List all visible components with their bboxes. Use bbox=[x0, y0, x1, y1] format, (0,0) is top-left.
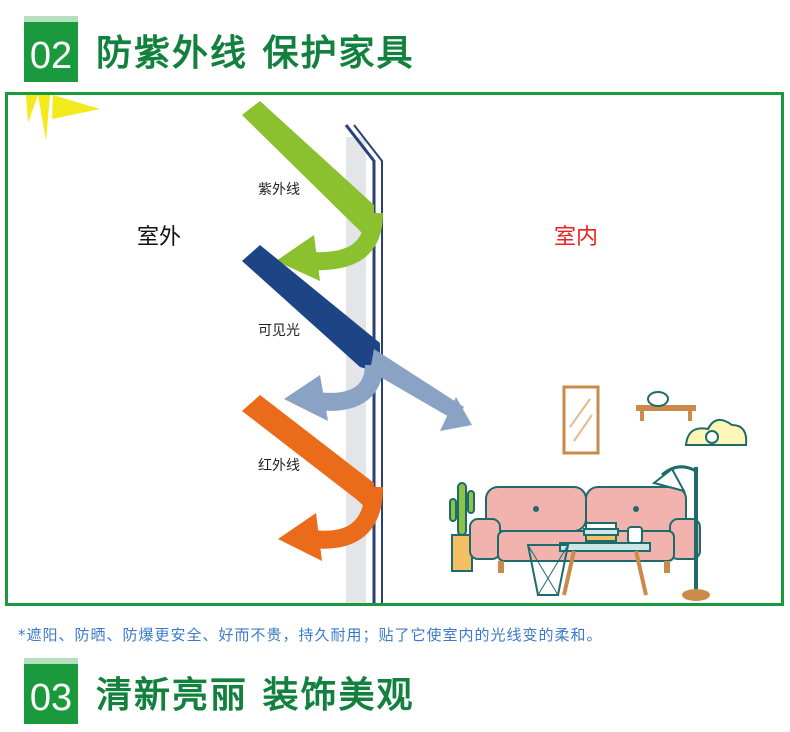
uv-protection-diagram: 室外 室内 紫外线 可见光 红外线 bbox=[5, 92, 784, 606]
section-title: 清新亮丽 装饰美观 bbox=[96, 675, 415, 716]
section-number-badge: 02 bbox=[24, 16, 78, 82]
section-number: 02 bbox=[29, 35, 73, 77]
sun-icon bbox=[26, 95, 100, 141]
section-number-badge: 03 bbox=[24, 658, 78, 724]
infrared-ray-arrow bbox=[242, 395, 383, 561]
infrared-ray-label: 红外线 bbox=[258, 458, 300, 474]
visible-light-ray-arrow bbox=[242, 245, 472, 431]
uv-ray-arrow bbox=[242, 101, 383, 281]
section-number: 03 bbox=[29, 677, 73, 719]
section-02-header: 02 防紫外线 保护家具 bbox=[0, 8, 790, 88]
section-03-header: 03 清新亮丽 装饰美观 bbox=[0, 652, 790, 732]
section-title: 防紫外线 保护家具 bbox=[96, 33, 415, 74]
uv-ray-label: 紫外线 bbox=[258, 182, 300, 198]
inside-label: 室内 bbox=[554, 225, 599, 250]
diagram-illustration bbox=[26, 95, 748, 603]
visible-light-ray-label: 可见光 bbox=[258, 323, 300, 339]
living-room-illustration bbox=[449, 385, 748, 601]
feature-note: *遮阳、防晒、防爆更安全、好而不贵，持久耐用；贴了它使室内的光线变的柔和。 bbox=[18, 626, 603, 644]
outside-label: 室外 bbox=[137, 225, 182, 250]
